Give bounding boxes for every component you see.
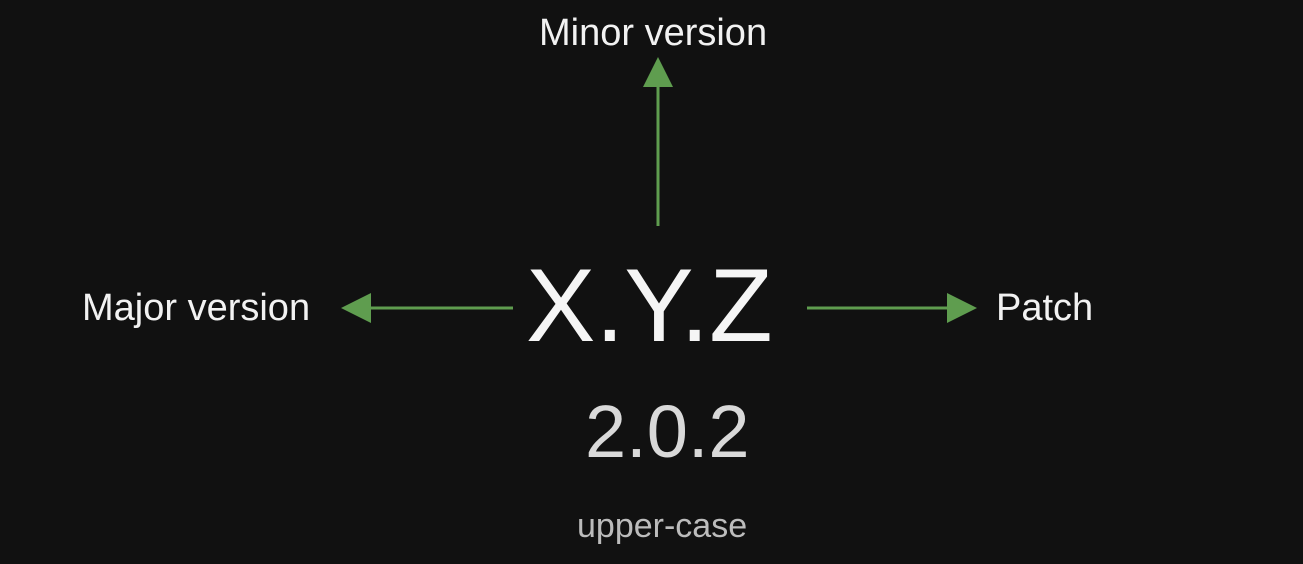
patch-label: Patch — [996, 287, 1094, 329]
example-version: 2.0.2 — [585, 390, 750, 473]
version-format: X.Y.Z — [526, 248, 773, 364]
major-version-label: Major version — [82, 287, 311, 329]
case-note: upper-case — [577, 507, 748, 545]
minor-version-label: Minor version — [539, 12, 768, 54]
